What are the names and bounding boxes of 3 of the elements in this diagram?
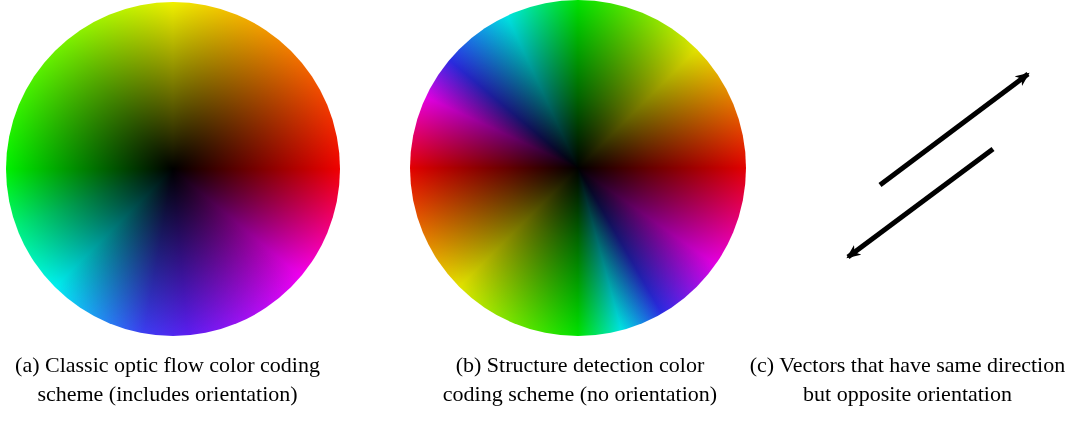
subfigure-caption: (a) Classic optic flow color coding scheme (includes orientation) [14, 351, 321, 408]
subfigure-caption: (b) Structure detection color coding scheme (no orientation) [441, 351, 719, 408]
subfigure-caption: (c) Vectors that have same direction but opposite orientation [748, 351, 1067, 408]
